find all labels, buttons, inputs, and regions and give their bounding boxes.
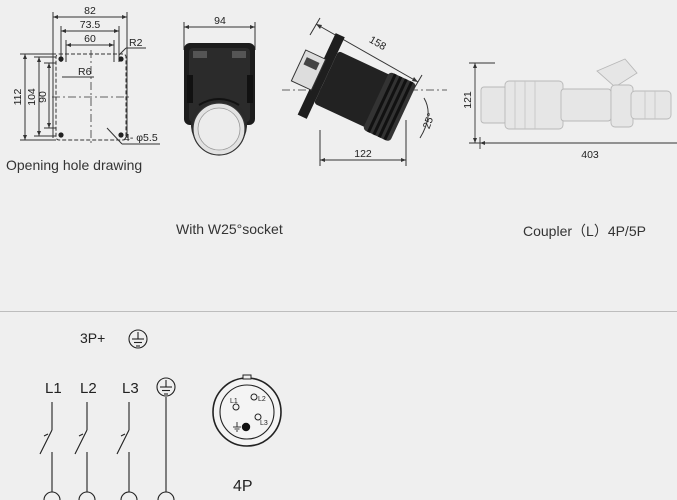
wire-earth-icon xyxy=(156,377,176,397)
socket-side-view: 158 122 25° xyxy=(282,17,447,166)
wire-label-l2: L2 xyxy=(80,380,97,397)
pin-label-l1: L1 xyxy=(230,398,238,405)
section-divider xyxy=(0,311,677,312)
socket-face-4p: L1 L2 L3 xyxy=(212,374,282,447)
dim-r2: R2 xyxy=(129,37,143,49)
dim-73-5: 73.5 xyxy=(80,19,101,31)
dim-angle: 25° xyxy=(421,111,438,130)
coupler-drawing: 121 403 xyxy=(462,58,677,161)
dim-94: 94 xyxy=(214,15,226,27)
pin-earth-icon xyxy=(233,422,241,432)
dim-121: 121 xyxy=(462,91,474,109)
dim-104: 104 xyxy=(26,88,38,106)
socket-caption: With W25°socket xyxy=(176,221,283,237)
wire-label-l1: L1 xyxy=(45,380,62,397)
dim-holes: 4- φ5.5 xyxy=(124,132,158,144)
dim-112: 112 xyxy=(12,88,24,105)
dim-158: 158 xyxy=(367,34,388,53)
socket-face-caption: 4P xyxy=(233,478,253,495)
dim-r6: R6 xyxy=(78,66,92,78)
wire-label-l3: L3 xyxy=(122,380,139,397)
opening-hole-drawing: 82 73.5 60 R2 R6 4- φ5.5 112 104 90 xyxy=(12,5,160,145)
hole-drawing-caption: Opening hole drawing xyxy=(6,157,143,173)
dim-122: 122 xyxy=(354,148,372,160)
title-earth-icon xyxy=(128,329,148,349)
pin-label-l2: L2 xyxy=(258,396,266,403)
coupler-caption: Coupler（L）4P/5P xyxy=(523,223,646,239)
dim-60: 60 xyxy=(84,33,96,45)
pin-label-l3: L3 xyxy=(260,420,268,427)
wiring-title: 3P+ xyxy=(80,330,106,346)
dim-90: 90 xyxy=(37,91,49,103)
socket-front-view: 94 xyxy=(183,15,256,156)
wiring-diagram: L1 L2 L3 xyxy=(39,329,176,500)
dim-403: 403 xyxy=(581,149,599,161)
dim-82: 82 xyxy=(84,5,96,17)
